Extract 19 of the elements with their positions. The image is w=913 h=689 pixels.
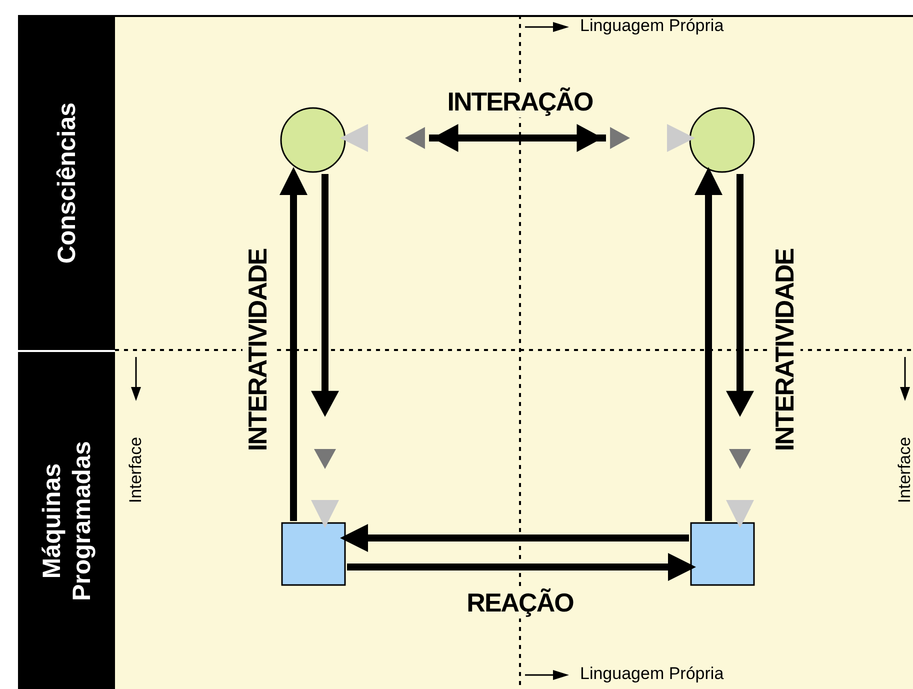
row-header-band [18,352,115,689]
arrow [280,167,308,521]
row-header-band [18,15,115,350]
row-title: Máquinas Programadas [36,440,96,602]
axis-label: Linguagem Própria [580,16,724,36]
boundary-label: Interface [895,436,913,504]
axis-label: Linguagem Própria [580,664,724,684]
arrow [311,174,339,528]
arrow [340,524,689,552]
arrow [694,167,722,521]
arrow [340,124,695,152]
machine-square [281,522,346,586]
consciousness-circle [280,107,346,173]
row-title: Consciências [52,102,82,264]
arrow [726,174,754,528]
consciousness-circle [689,107,755,173]
arrow [347,553,696,581]
machine-square [690,522,755,586]
boundary-label: Interface [126,436,146,504]
